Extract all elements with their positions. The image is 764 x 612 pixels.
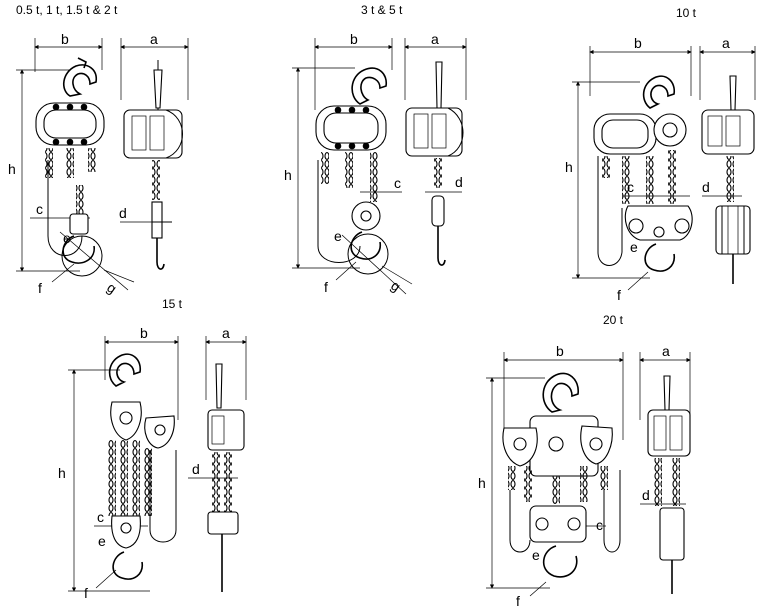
dim-label-d: d	[642, 487, 650, 503]
panel-small-capacity: b a h c d e f g	[8, 31, 189, 297]
title-15-t: 15 t	[162, 297, 183, 311]
dim-label-e: e	[334, 228, 342, 244]
dim-label-a: a	[150, 31, 158, 47]
hoist-front-view-3-5-t	[315, 67, 389, 275]
dim-label-b: b	[634, 35, 642, 51]
title-20-t: 20 t	[603, 313, 624, 327]
dim-label-f: f	[617, 287, 621, 303]
dim-label-h: h	[478, 475, 486, 491]
title-small-capacity: 0.5 t, 1 t, 1.5 t & 2 t	[16, 3, 118, 17]
title-3-5-t: 3 t & 5 t	[361, 3, 403, 17]
dim-label-f: f	[38, 280, 42, 296]
dim-label-h: h	[284, 167, 292, 183]
hoist-side-view-3-5-t	[405, 61, 464, 266]
dim-label-g: g	[104, 279, 120, 297]
panel-15-t: b a h c d e f	[58, 325, 247, 601]
hoist-side-view-15-t	[207, 363, 245, 592]
dim-label-d: d	[455, 174, 463, 190]
dim-label-d: d	[702, 179, 710, 195]
hoist-front-view-small	[35, 57, 105, 277]
dim-label-a: a	[662, 343, 670, 359]
dim-label-a: a	[431, 31, 439, 47]
dim-label-d: d	[192, 461, 200, 477]
hoist-side-view-small	[123, 60, 183, 270]
dim-label-d: d	[119, 205, 127, 221]
dim-label-f: f	[84, 585, 88, 601]
dim-label-f: f	[324, 279, 328, 295]
dim-label-c: c	[596, 517, 603, 533]
panel-3-5-t: b a h c d e f g	[284, 31, 467, 295]
dim-label-h: h	[8, 161, 16, 177]
dim-label-a: a	[722, 35, 730, 51]
title-10-t: 10 t	[676, 6, 697, 20]
hoist-side-view-10-t	[701, 75, 755, 284]
panel-10-t: b a h c d e f	[565, 35, 756, 303]
panel-20-t: b a h c d e f	[478, 343, 691, 609]
dim-label-b: b	[140, 325, 148, 341]
dim-label-e: e	[630, 239, 638, 255]
hoist-front-view-10-t	[593, 75, 693, 272]
dim-label-b: b	[556, 343, 564, 359]
dim-label-h: h	[565, 159, 573, 175]
dim-label-c: c	[36, 201, 43, 217]
dim-label-b: b	[61, 31, 69, 47]
dim-label-e: e	[532, 547, 540, 563]
hoist-front-view-15-t	[108, 353, 177, 580]
dim-label-f: f	[516, 593, 520, 609]
dim-label-e: e	[98, 533, 106, 549]
hoist-side-view-20-t	[647, 375, 691, 594]
dim-label-c: c	[97, 509, 104, 525]
dim-label-a: a	[222, 325, 230, 341]
dim-label-b: b	[350, 31, 358, 47]
dim-label-h: h	[58, 465, 66, 481]
hoist-front-view-20-t	[502, 372, 621, 578]
dim-label-c: c	[627, 179, 634, 195]
dim-label-c: c	[394, 175, 401, 191]
